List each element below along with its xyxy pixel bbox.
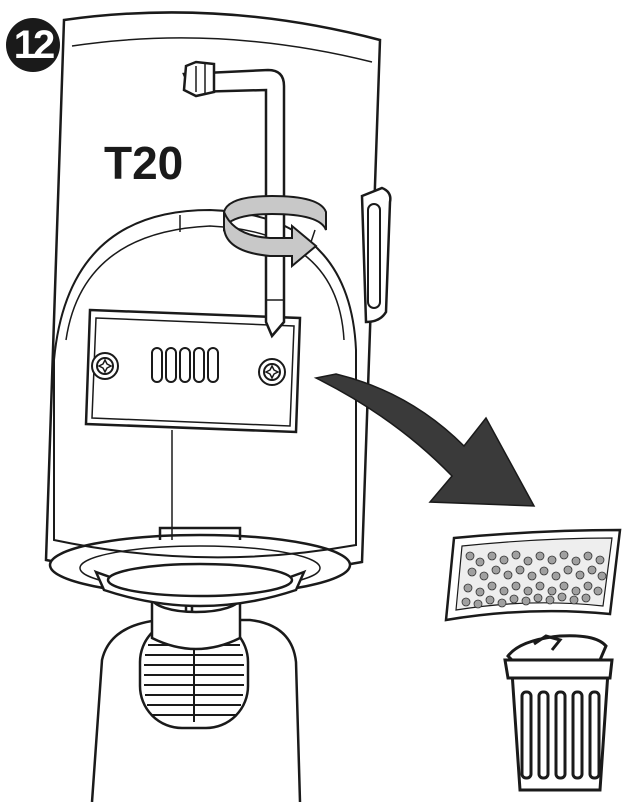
step-number-badge: 12 [6, 18, 60, 72]
tool-size-label: T20 [104, 137, 184, 189]
mount-base [90, 582, 302, 803]
desiccant-pack-icon [444, 528, 622, 622]
right-screw-icon [258, 358, 286, 386]
camera-body [44, 11, 392, 608]
trash-bin-icon [503, 634, 614, 792]
left-screw-icon [91, 352, 119, 380]
rotate-arrow-icon [223, 194, 327, 269]
torx-key-icon [182, 60, 286, 339]
curved-arrow-icon [313, 373, 536, 507]
desiccant-cover-plate [84, 308, 302, 434]
